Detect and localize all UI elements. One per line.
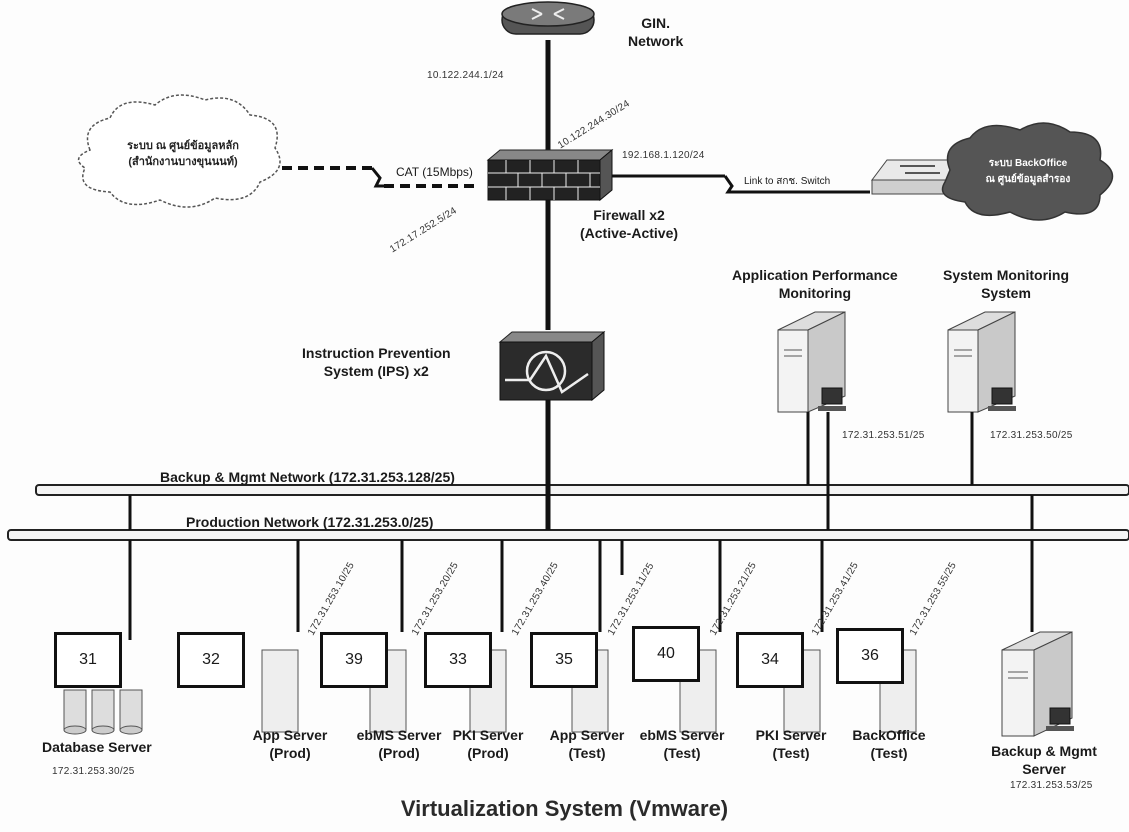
- sms-server-icon: [947, 311, 1016, 413]
- pki-prod-label: PKI Server (Prod): [452, 727, 524, 761]
- sms-label: System Monitoring System: [943, 267, 1070, 301]
- firewall-right-ip-label: 192.168.1.120/24: [622, 150, 705, 161]
- cat-link-label: CAT (15Mbps): [396, 165, 473, 179]
- app-test-label: App Server (Test): [549, 727, 625, 761]
- cloud-left-line2: (สำนักงานบางขุนนนท์): [128, 156, 238, 168]
- sms-ip-label: 172.31.253.50/25: [990, 430, 1073, 441]
- backup-server-icon: [1001, 631, 1074, 737]
- apm-server-icon: [777, 311, 846, 413]
- ebms-test-label: ebMS Server (Test): [639, 727, 725, 761]
- cloud-right-text: ระบบ BackOffice ณ ศูนย์ข้อมูลสำรอง: [958, 156, 1098, 188]
- ebms-prod-label: ebMS Server (Prod): [356, 727, 442, 761]
- pki-test-label: PKI Server (Test): [755, 727, 827, 761]
- cloud-right-line2: ณ ศูนย์ข้อมูลสำรอง: [985, 174, 1071, 185]
- vm-box: 35: [530, 632, 598, 688]
- apm-label: Application Performance Monitoring: [732, 267, 898, 301]
- vm-box: 39: [320, 632, 388, 688]
- cloud-left-line1: ระบบ ณ ศูนย์ข้อมูลหลัก: [127, 140, 239, 152]
- switch-link-label: Link to สกช. Switch: [744, 176, 831, 187]
- production-network-bus: [7, 529, 1129, 541]
- gin-network-label: GIN. Network: [628, 15, 684, 49]
- cloud-left: [77, 94, 281, 208]
- cloud-left-text: ระบบ ณ ศูนย์ข้อมูลหลัก (สำนักงานบางขุนนน…: [98, 138, 268, 170]
- backup-mgmt-label: Backup & Mgmt Server: [991, 743, 1097, 777]
- backup-network-label: Backup & Mgmt Network (172.31.253.128/25…: [160, 469, 455, 485]
- firewall-icon: [486, 148, 614, 202]
- apm-ip-label: 172.31.253.51/25: [842, 430, 925, 441]
- app-prod-tower-icon: [261, 649, 299, 733]
- database-server-label: Database Server: [42, 739, 152, 755]
- ips-label: Instruction Prevention System (IPS) x2: [302, 345, 451, 379]
- router-icon: [501, 1, 595, 35]
- vm-box: 40: [632, 626, 700, 682]
- app-prod-label: App Server (Prod): [252, 727, 328, 761]
- production-network-label: Production Network (172.31.253.0/25): [186, 514, 434, 530]
- cloud-right: [941, 122, 1114, 221]
- backoffice-test-label: BackOffice (Test): [852, 727, 926, 761]
- vm-box: 32: [177, 632, 245, 688]
- ips-icon: [498, 330, 606, 402]
- backup-network-bus: [35, 484, 1129, 496]
- vm-box: 31: [54, 632, 122, 688]
- backup-ip-label: 172.31.253.53/25: [1010, 780, 1093, 791]
- cloud-right-line1: ระบบ BackOffice: [988, 158, 1068, 169]
- database-ip-label: 172.31.253.30/25: [52, 766, 135, 777]
- database-server-icon: [63, 689, 143, 735]
- gin-ip-label: 10.122.244.1/24: [427, 70, 504, 81]
- vm-box: 36: [836, 628, 904, 684]
- vm-box: 33: [424, 632, 492, 688]
- vm-box: 34: [736, 632, 804, 688]
- footer-title: Virtualization System (Vmware): [400, 796, 729, 821]
- firewall-label: Firewall x2 (Active-Active): [580, 207, 679, 241]
